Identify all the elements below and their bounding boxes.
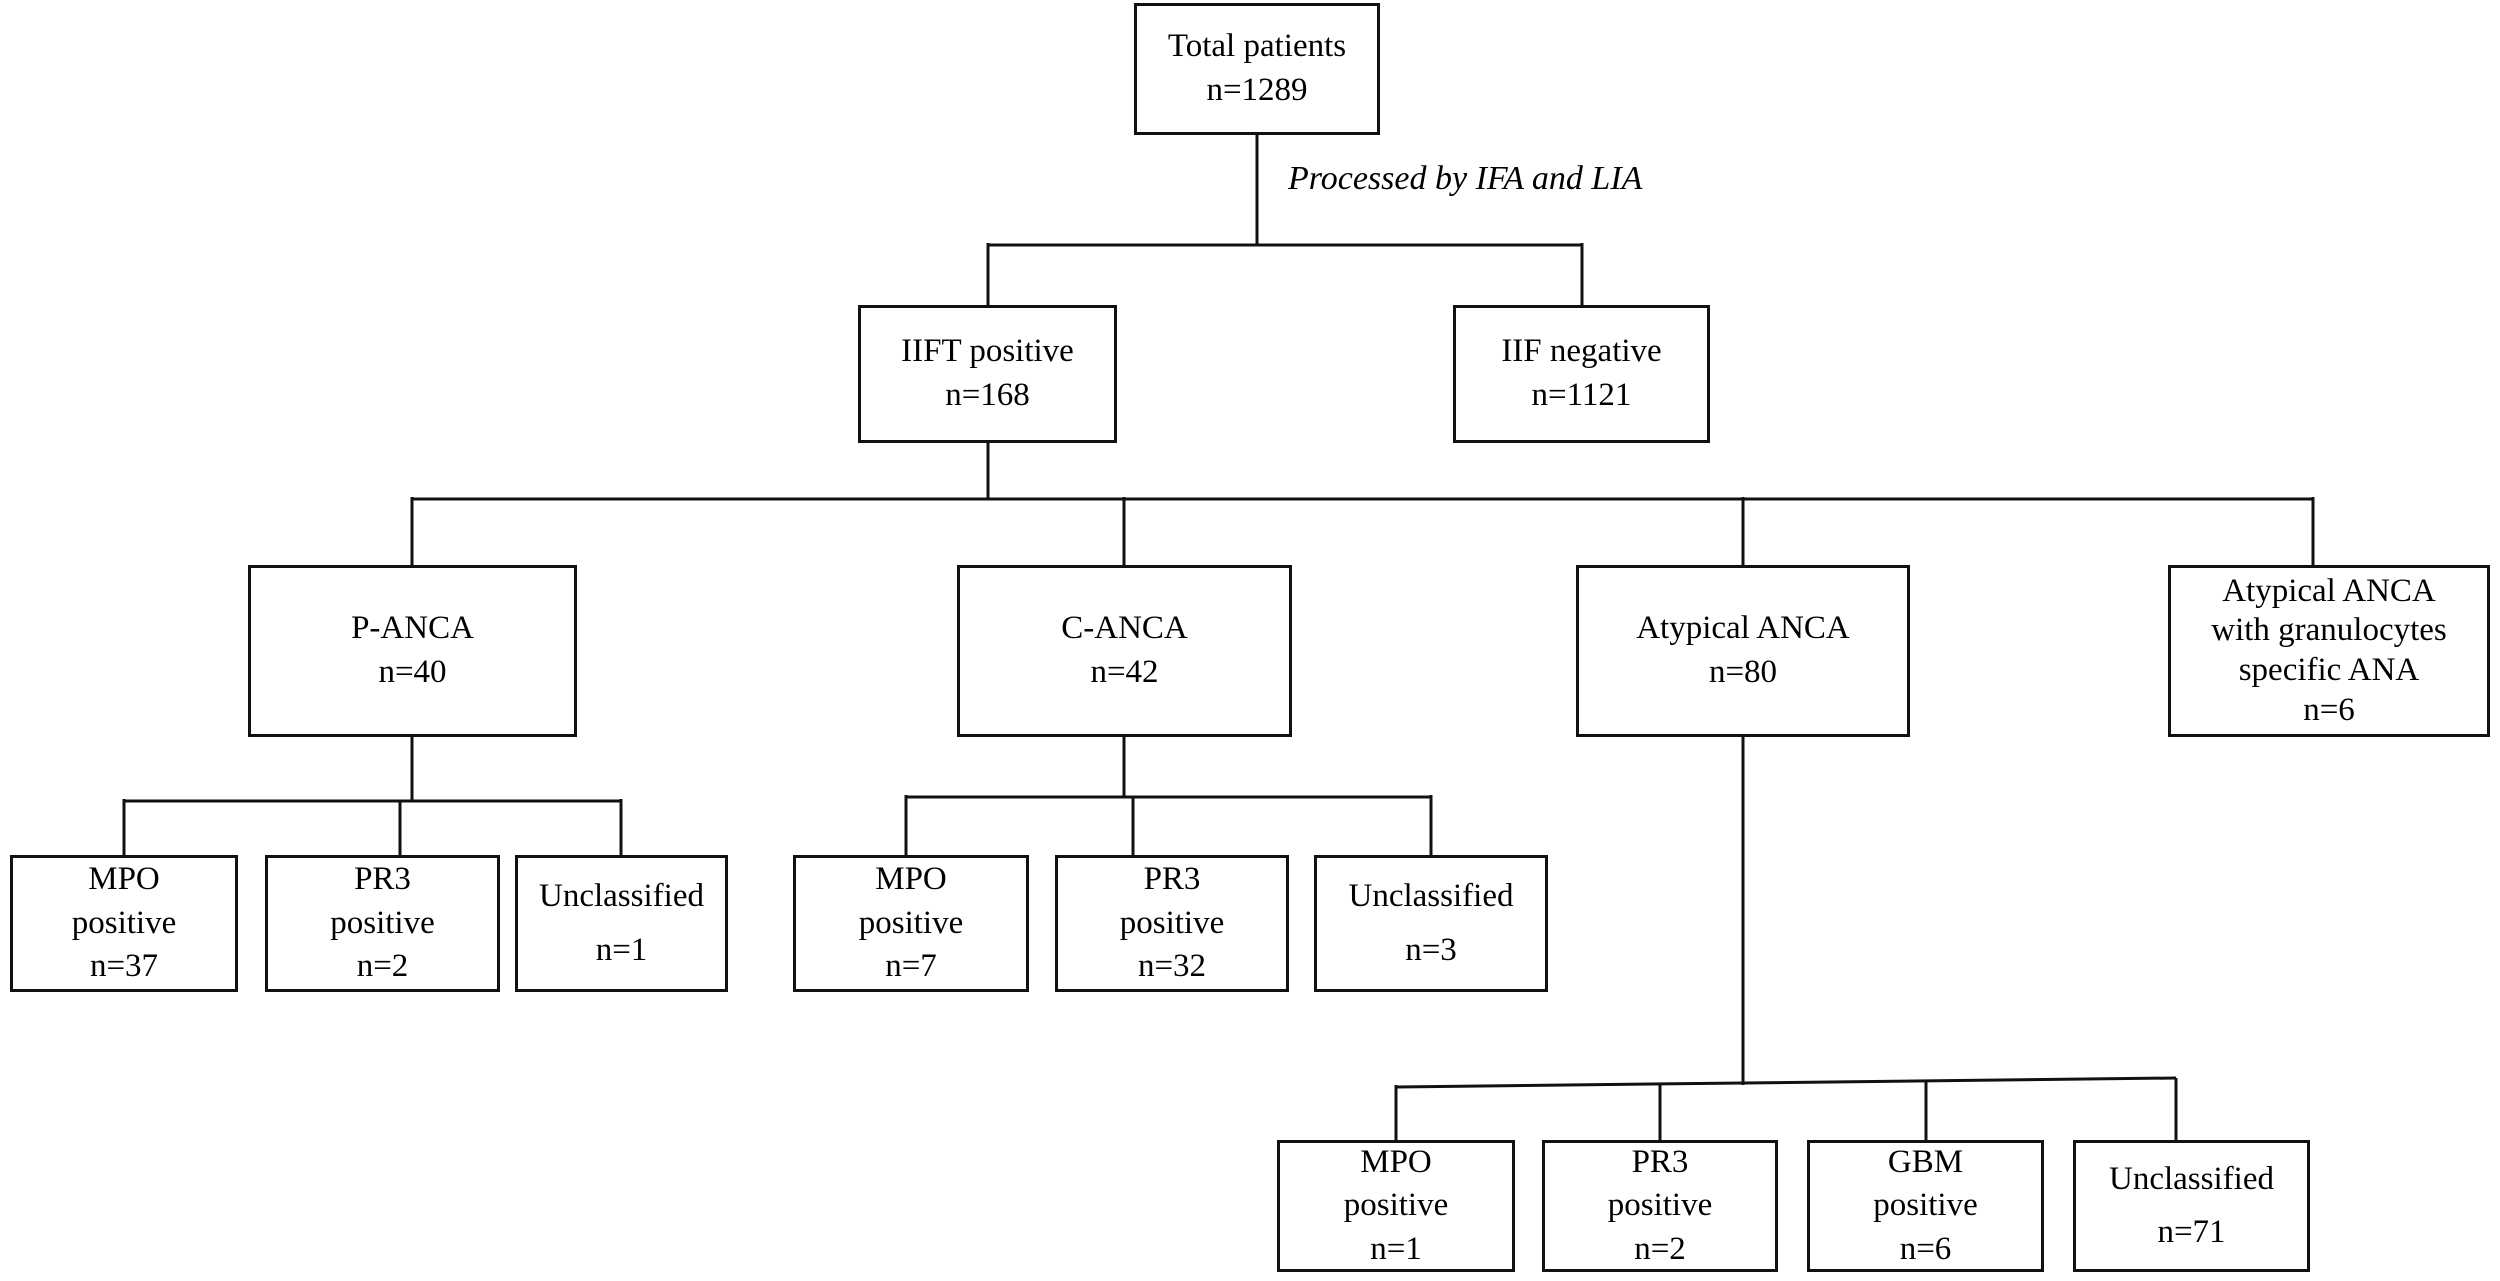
count-line: n=2: [356, 948, 409, 985]
label-line: positive: [1119, 904, 1225, 941]
node-atypical-unclassified: Unclassified n=71: [2073, 1140, 2310, 1272]
count-line: n=7: [885, 948, 937, 985]
node-atypical-mpo-positive: MPO positive n=1: [1277, 1140, 1515, 1272]
label-line: Unclassified: [2109, 1160, 2274, 1197]
label-line: positive: [1343, 1187, 1449, 1224]
label-line: PR3: [354, 861, 411, 898]
node-panca-pr3-positive: PR3 positive n=2: [265, 855, 500, 992]
label-line: MPO: [875, 861, 947, 898]
node-total-patients: Total patients n=1289: [1134, 3, 1380, 135]
node-atypical-anca: Atypical ANCA n=80: [1576, 565, 1910, 737]
count-line: n=42: [1090, 654, 1159, 690]
node-c-anca: C-ANCA n=42: [957, 565, 1292, 737]
node-atypical-pr3-positive: PR3 positive n=2: [1542, 1140, 1778, 1272]
count-line: n=37: [89, 948, 159, 985]
count-line: n=1: [595, 931, 648, 968]
count-line: n=1121: [1531, 377, 1632, 413]
label-line: with granulocytes: [2211, 612, 2447, 649]
node-p-anca: P-ANCA n=40: [248, 565, 577, 737]
label-line: IIF negative: [1501, 333, 1662, 370]
count-line: n=1289: [1206, 72, 1308, 108]
label-line: C-ANCA: [1061, 610, 1188, 647]
node-iift-positive: IIFT positive n=168: [858, 305, 1117, 443]
node-panca-unclassified: Unclassified n=1: [515, 855, 728, 992]
label-line: P-ANCA: [351, 610, 474, 647]
label-line: PR3: [1143, 861, 1201, 898]
count-line: n=3: [1405, 931, 1457, 968]
label-line: positive: [1607, 1187, 1713, 1224]
node-canca-mpo-positive: MPO positive n=7: [793, 855, 1029, 992]
count-line: n=80: [1708, 654, 1778, 690]
count-line: n=168: [945, 377, 1030, 413]
count-line: n=71: [2157, 1214, 2226, 1250]
count-line: n=1: [1370, 1230, 1422, 1267]
node-atypical-anca-granulocytes-ana: Atypical ANCA with granulocytes specific…: [2168, 565, 2490, 737]
processed-by-annotation: Processed by IFA and LIA: [1288, 160, 1643, 197]
label-line: Atypical ANCA: [1636, 610, 1850, 647]
label-line: MPO: [88, 861, 160, 898]
node-iif-negative: IIF negative n=1121: [1453, 305, 1710, 443]
label-line: Atypical ANCA: [2222, 572, 2436, 609]
label-line: positive: [1873, 1187, 1978, 1224]
count-line: n=2: [1634, 1230, 1686, 1267]
connector-atypical-horizontal: [1395, 1076, 2177, 1089]
node-canca-unclassified: Unclassified n=3: [1314, 855, 1548, 992]
label-line: GBM: [1887, 1143, 1964, 1180]
node-panca-mpo-positive: MPO positive n=37: [10, 855, 238, 992]
label-line: positive: [330, 904, 435, 941]
label-line: MPO: [1360, 1143, 1432, 1180]
label-line: Unclassified: [1348, 878, 1514, 915]
label-line: Unclassified: [539, 878, 704, 915]
label-line: positive: [71, 904, 177, 941]
count-line: n=6: [1899, 1230, 1952, 1267]
node-canca-pr3-positive: PR3 positive n=32: [1055, 855, 1289, 992]
count-line: n=32: [1137, 948, 1207, 985]
label-line: positive: [858, 904, 964, 941]
label-line: IIFT positive: [901, 333, 1074, 370]
label-line: Total patients: [1167, 28, 1347, 65]
count-line: n=6: [2303, 691, 2355, 728]
label-line: PR3: [1631, 1143, 1689, 1180]
node-atypical-gbm-positive: GBM positive n=6: [1807, 1140, 2044, 1272]
label-line: specific ANA: [2238, 652, 2420, 688]
count-line: n=40: [378, 654, 447, 690]
